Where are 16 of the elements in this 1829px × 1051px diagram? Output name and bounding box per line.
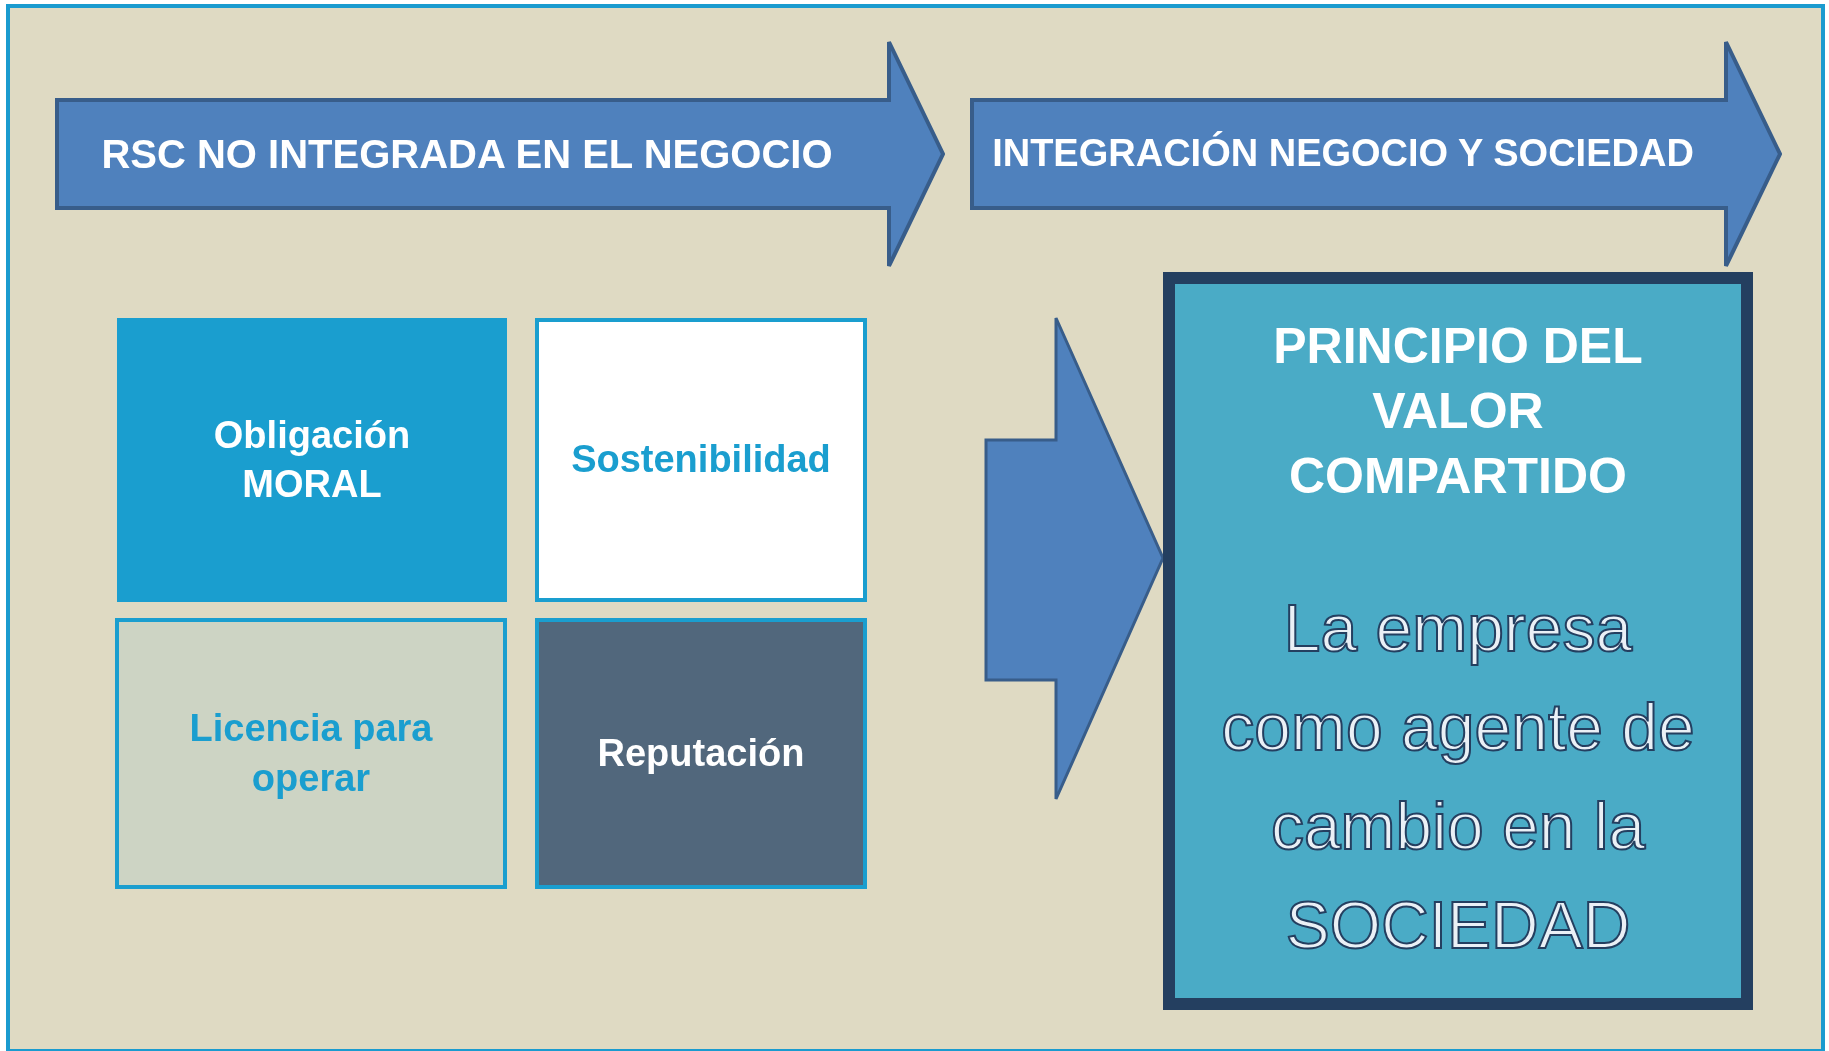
box-body: La empresa como agente de cambio en la SOCIEDAD	[1220, 590, 1696, 964]
banner-text: INTEGRACIÓN NEGOCIO Y SOCIEDAD	[992, 130, 1694, 177]
concept-box	[115, 618, 507, 889]
banner-text: RSC NO INTEGRADA EN EL NEGOCIO	[101, 131, 833, 178]
box-text: Licencia para operar	[188, 706, 434, 801]
concept-box	[535, 618, 867, 889]
box-heading: PRINCIPIO DEL VALOR COMPARTIDO	[1272, 317, 1644, 506]
concept-box	[535, 318, 867, 602]
box-text: Reputación	[597, 730, 805, 776]
block-arrow	[984, 316, 1165, 801]
highlight-box	[1163, 272, 1753, 1010]
concept-box	[117, 318, 507, 602]
box-text: Sostenibilidad	[571, 437, 831, 483]
arrow-banner	[970, 40, 1782, 268]
arrow-banner	[55, 40, 945, 268]
box-text: Obligación MORAL	[212, 412, 412, 507]
